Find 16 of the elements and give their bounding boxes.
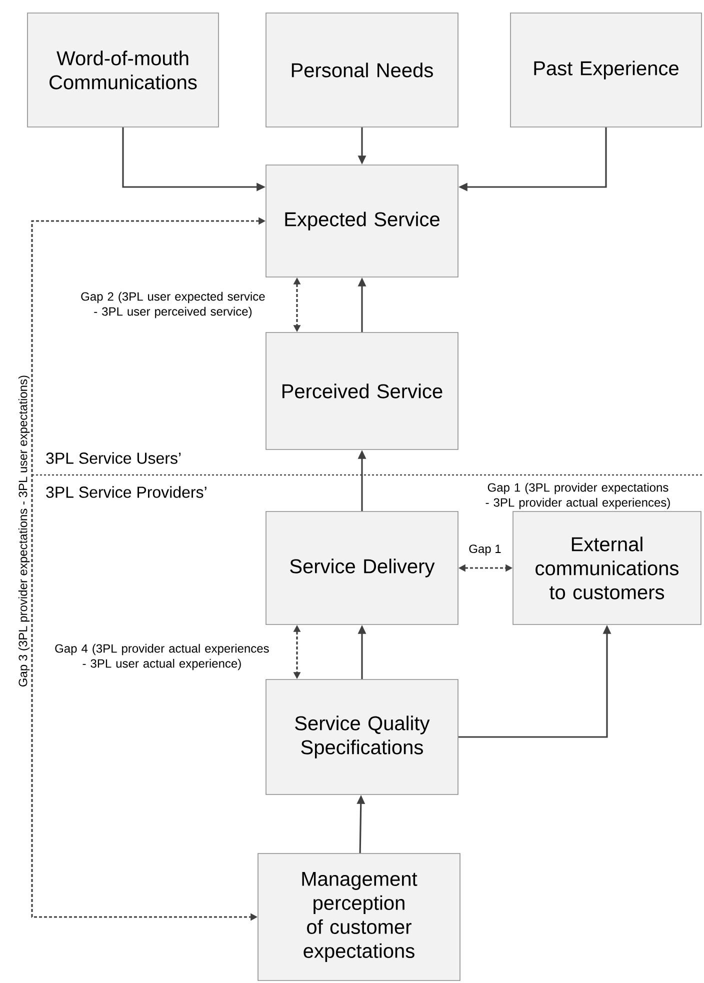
process-box: Service Delivery <box>266 511 458 625</box>
edge-label: Gap 1 <box>468 544 502 556</box>
process-box: Service Quality Specifications <box>266 679 458 795</box>
edge-label: Gap 3 (3PL provider expectations - 3PL user expectations) <box>17 374 31 688</box>
region-label: 3PL Service Providers’ <box>46 486 206 498</box>
process-box: Word-of-mouth Communications <box>27 12 219 128</box>
process-box: External communications to customers <box>512 511 702 625</box>
process-box: Management perception of customer expectations <box>258 853 460 981</box>
process-box: Personal Needs <box>266 12 458 128</box>
process-box: Past Experience <box>510 12 702 128</box>
edge-label: Gap 2 (3PL user expected service - 3PL user perceived service) <box>81 292 265 318</box>
gap-note: Gap 1 (3PL provider expectations - 3PL provider actual experiences) <box>486 482 670 510</box>
process-box: Perceived Service <box>266 332 458 450</box>
region-label: 3PL Service Users’ <box>46 452 181 464</box>
process-box: Expected Service <box>266 164 458 278</box>
edge-label: Gap 4 (3PL provider actual experiences - 3PL user actual experience) <box>55 644 269 670</box>
